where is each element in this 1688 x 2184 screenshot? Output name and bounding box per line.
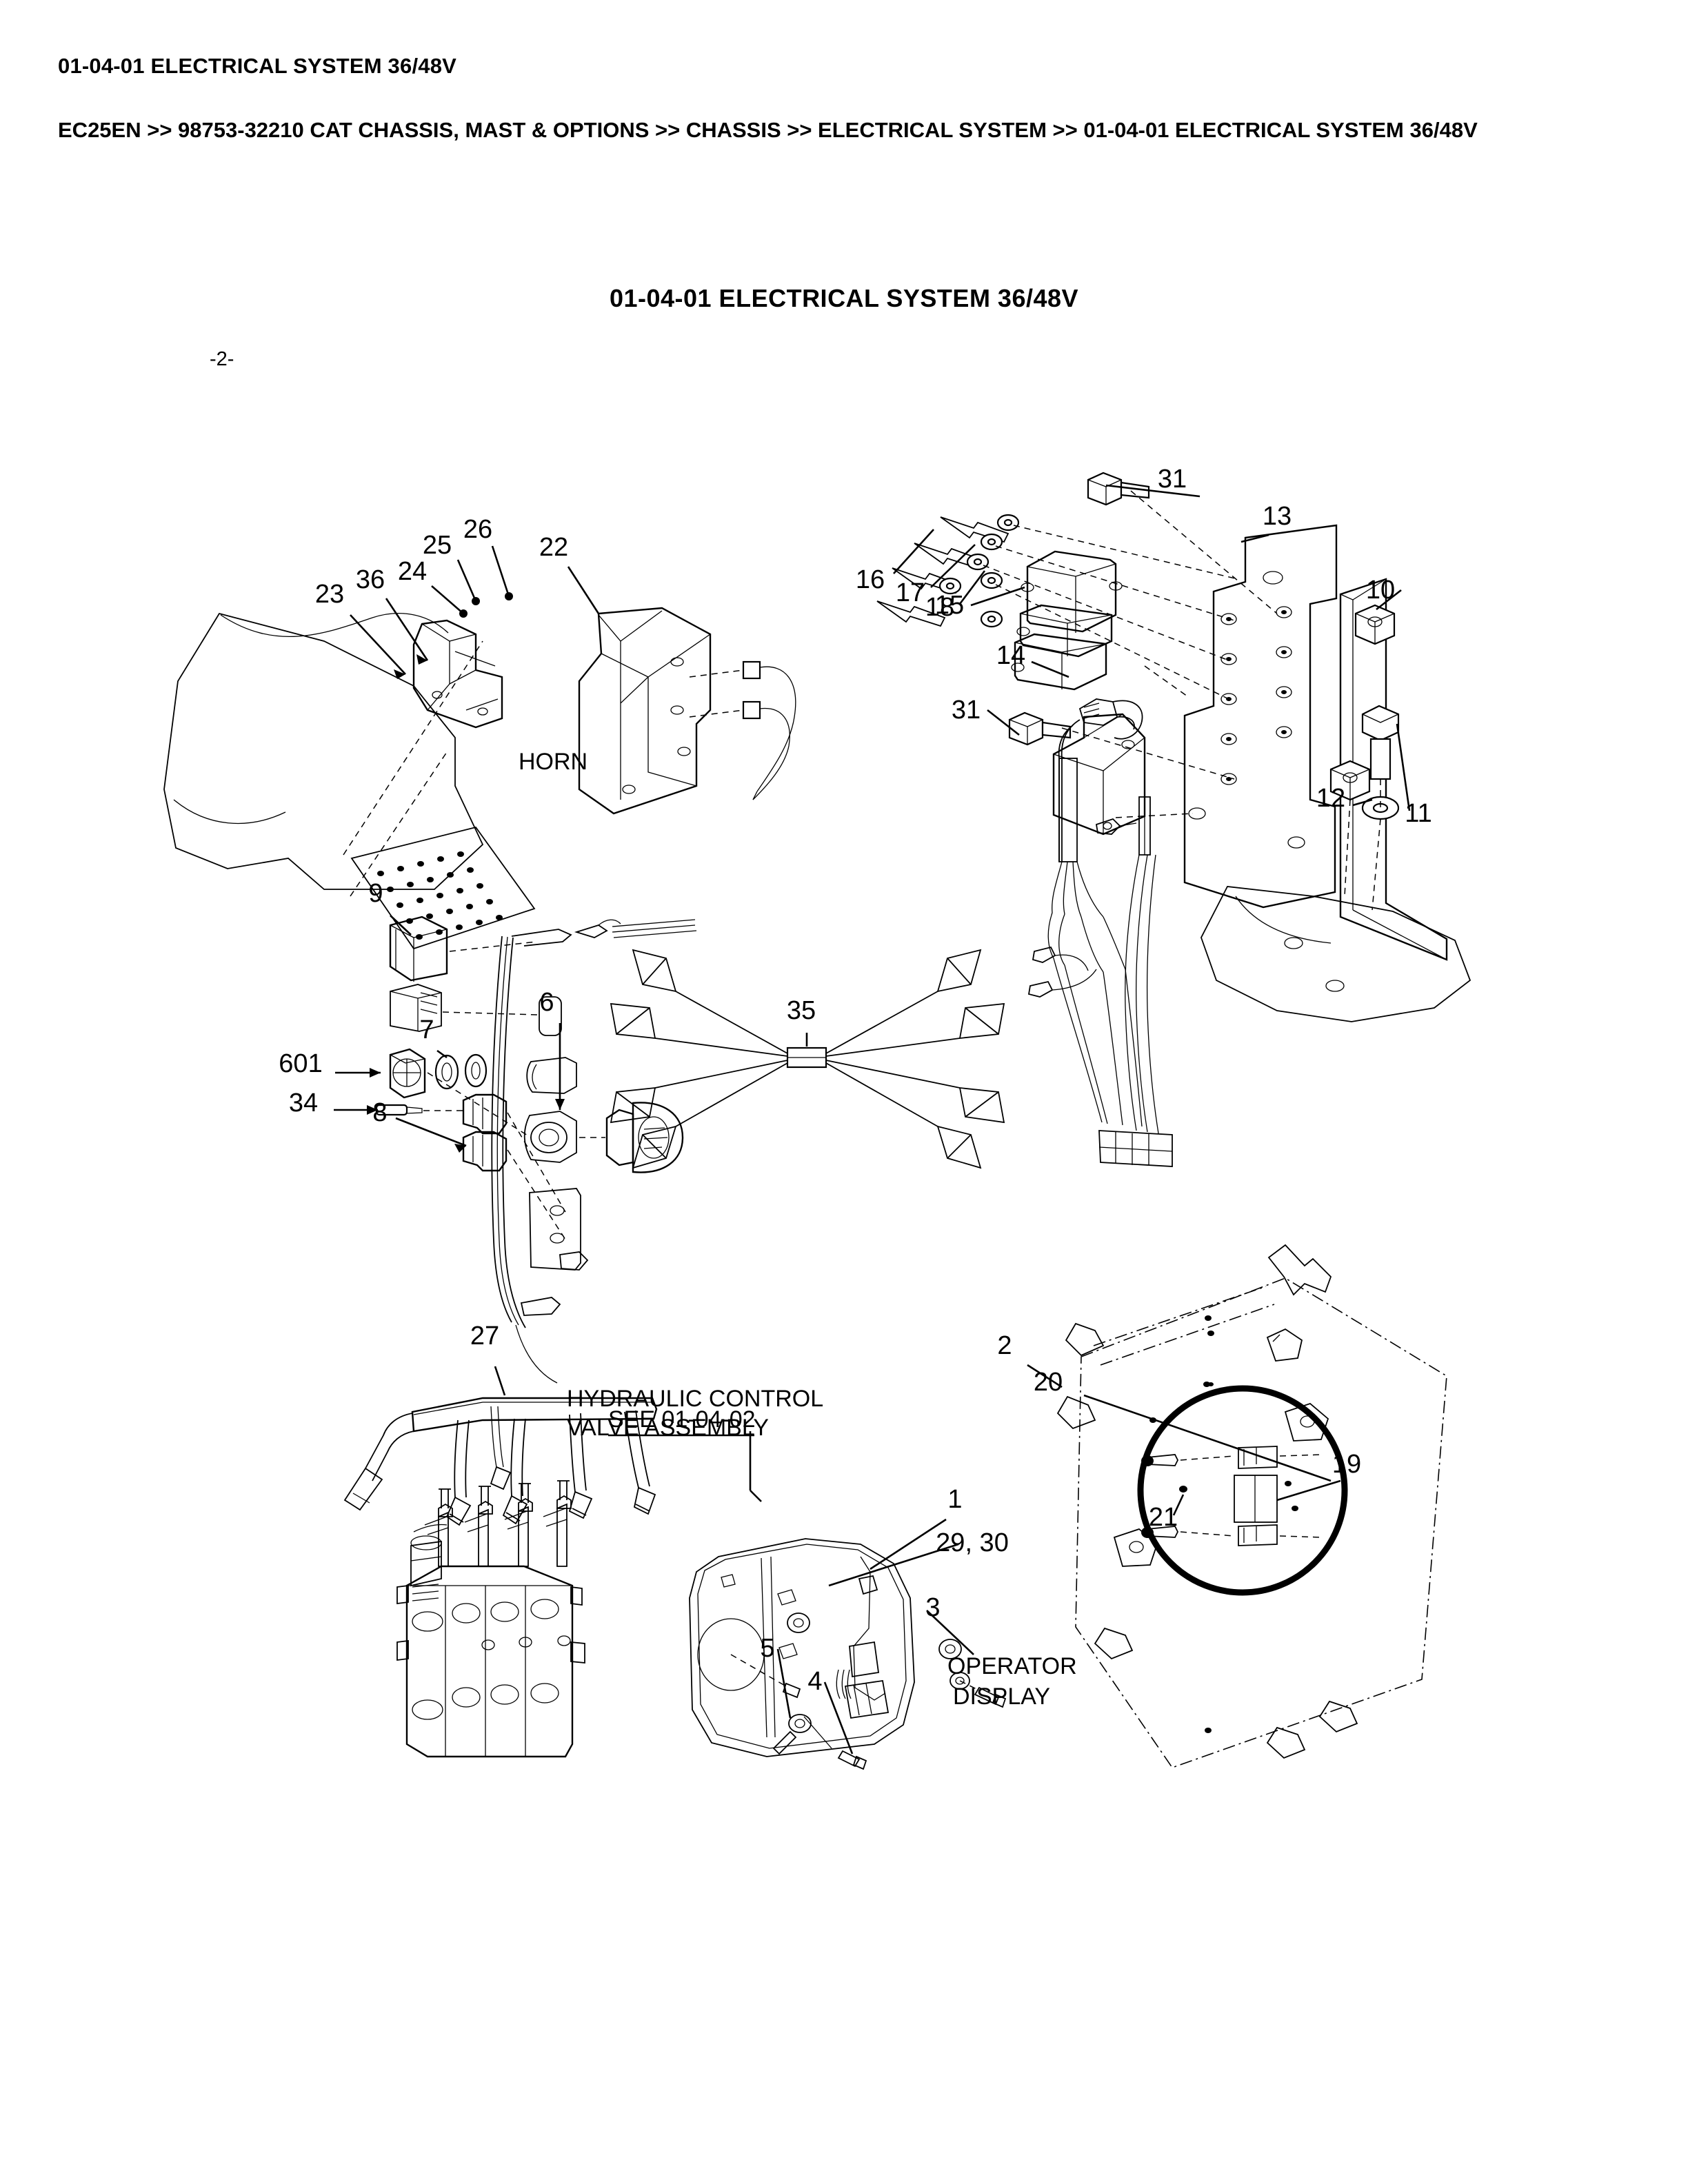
hydraulic-control-valve-block — [396, 1480, 585, 1758]
callout-15: 15 — [935, 591, 964, 620]
callout-3: 3 — [925, 1593, 940, 1622]
callout-25: 25 — [423, 531, 452, 560]
callout-2: 2 — [997, 1331, 1012, 1360]
horn-caption: HORN — [519, 749, 587, 775]
bolt-31-lower — [1008, 711, 1072, 746]
callout-27: 27 — [470, 1322, 499, 1351]
see-reference-caption: SEE 01-04-02 — [608, 1406, 756, 1433]
callout-14: 14 — [996, 641, 1025, 670]
callout-10: 10 — [1366, 576, 1395, 605]
callout-leaders-rear-panel — [1083, 1394, 1341, 1516]
exploded-parts-diagram: HORN — [0, 414, 1688, 2178]
callout-601: 601 — [279, 1049, 322, 1078]
callout-9: 9 — [368, 879, 383, 908]
callout-23: 23 — [315, 580, 344, 609]
bolt-31-upper — [1087, 472, 1150, 506]
callout-16: 16 — [856, 565, 885, 594]
callout-leaders-switch-panel — [334, 915, 565, 1153]
hydraulic-valve-caption-line2: VALVE ASSEMBLY — [567, 1415, 769, 1441]
callout-24: 24 — [398, 557, 427, 586]
callout-22: 22 — [539, 533, 568, 562]
callout-11: 11 — [1405, 799, 1431, 828]
callout-26: 26 — [463, 515, 492, 544]
callout-18: 18 — [925, 593, 954, 622]
switch-panel-assembly — [375, 916, 697, 1384]
callout-35: 35 — [787, 996, 816, 1025]
callout-leaders-horn — [350, 545, 600, 679]
operator-display-caption-line1: OPERATOR — [947, 1653, 1077, 1679]
callout-12: 12 — [1316, 784, 1345, 813]
callout-34: 34 — [289, 1089, 318, 1118]
callout-31-lower: 31 — [952, 696, 981, 725]
operator-display-caption-line2: DISPLAY — [953, 1684, 1050, 1710]
horn-unit — [578, 607, 796, 815]
callout-leaders-contactor — [893, 484, 1269, 736]
rear-panel-assembly — [1056, 1244, 1447, 1768]
fuse-link-fan-assembly — [610, 949, 1005, 1169]
callout-8: 8 — [372, 1098, 387, 1127]
callout-1: 1 — [947, 1485, 962, 1514]
callout-leaders-operator-display — [776, 1518, 974, 1755]
horn-cover-assembly — [163, 612, 536, 950]
callout-5: 5 — [760, 1634, 774, 1663]
support-bracket-assembly — [1200, 578, 1471, 1022]
hydraulic-valve-caption-line1: HYDRAULIC CONTROL — [567, 1386, 823, 1412]
breadcrumb: EC25EN >> 98753-32210 CAT CHASSIS, MAST … — [58, 118, 1478, 142]
callout-31-upper: 31 — [1158, 465, 1187, 494]
callout-29-30: 29, 30 — [936, 1528, 1009, 1557]
operator-display-assembly — [689, 1431, 1007, 1770]
sheet-number: -2- — [210, 348, 234, 370]
callout-20: 20 — [1034, 1368, 1063, 1397]
leader-2 — [1027, 1364, 1063, 1388]
callout-6: 6 — [539, 988, 554, 1017]
drawing-title: 01-04-01 ELECTRICAL SYSTEM 36/48V — [609, 284, 1079, 312]
page-title: 01-04-01 ELECTRICAL SYSTEM 36/48V — [58, 54, 457, 78]
contactor-bracket-assembly — [876, 472, 1338, 909]
callout-labels: 1 2 3 4 5 6 7 8 9 10 11 12 13 14 15 16 1… — [279, 465, 1431, 1696]
callout-17: 17 — [896, 578, 925, 607]
main-wire-harness — [1027, 698, 1173, 1167]
callout-13: 13 — [1263, 502, 1292, 531]
callout-36: 36 — [356, 565, 385, 594]
callout-4: 4 — [807, 1667, 822, 1696]
callout-7: 7 — [419, 1015, 434, 1044]
callout-21: 21 — [1149, 1503, 1178, 1532]
callout-leaders-bracket — [1352, 589, 1411, 811]
callout-19: 19 — [1332, 1450, 1361, 1479]
